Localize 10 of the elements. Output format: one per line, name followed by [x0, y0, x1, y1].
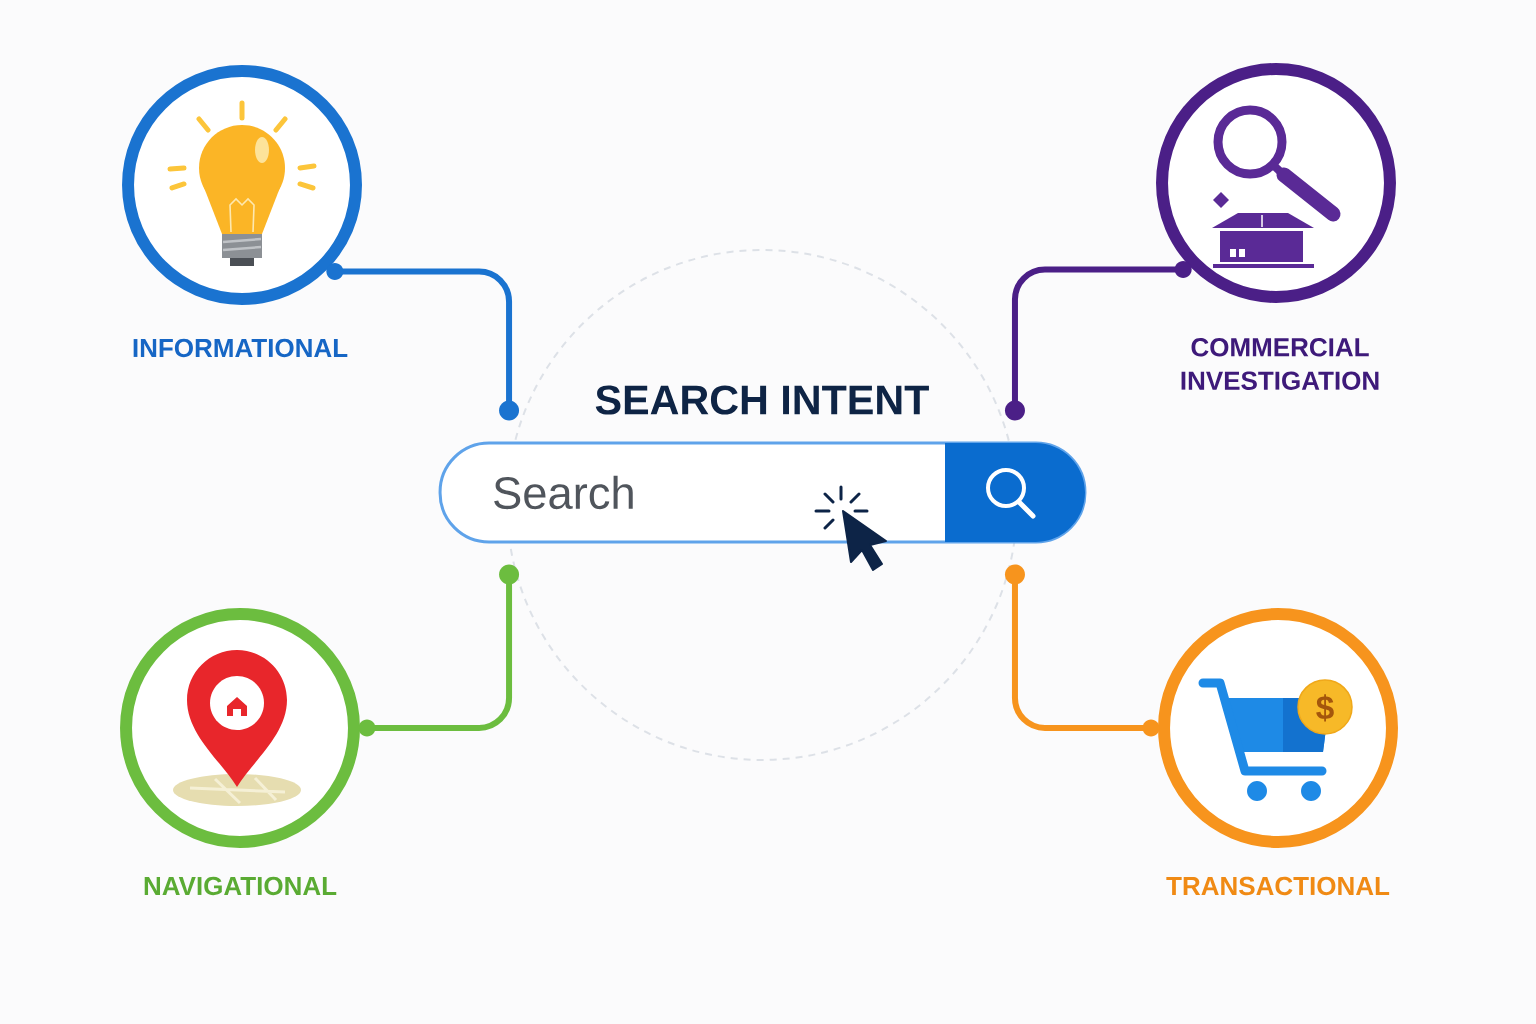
connector-line	[358, 564, 520, 737]
dollar-sign: $	[1316, 694, 1334, 722]
title: SEARCH INTENT	[595, 385, 929, 415]
category-label: TRANSACTIONAL	[1166, 876, 1390, 896]
connector-line	[326, 263, 520, 421]
connector-line	[1004, 261, 1192, 421]
category-label: NAVIGATIONAL	[144, 876, 337, 896]
connector-line	[1004, 564, 1160, 737]
category-label: INFORMATIONAL	[133, 338, 348, 358]
category-label: COMMERCIAL INVESTIGATION	[1181, 338, 1379, 390]
